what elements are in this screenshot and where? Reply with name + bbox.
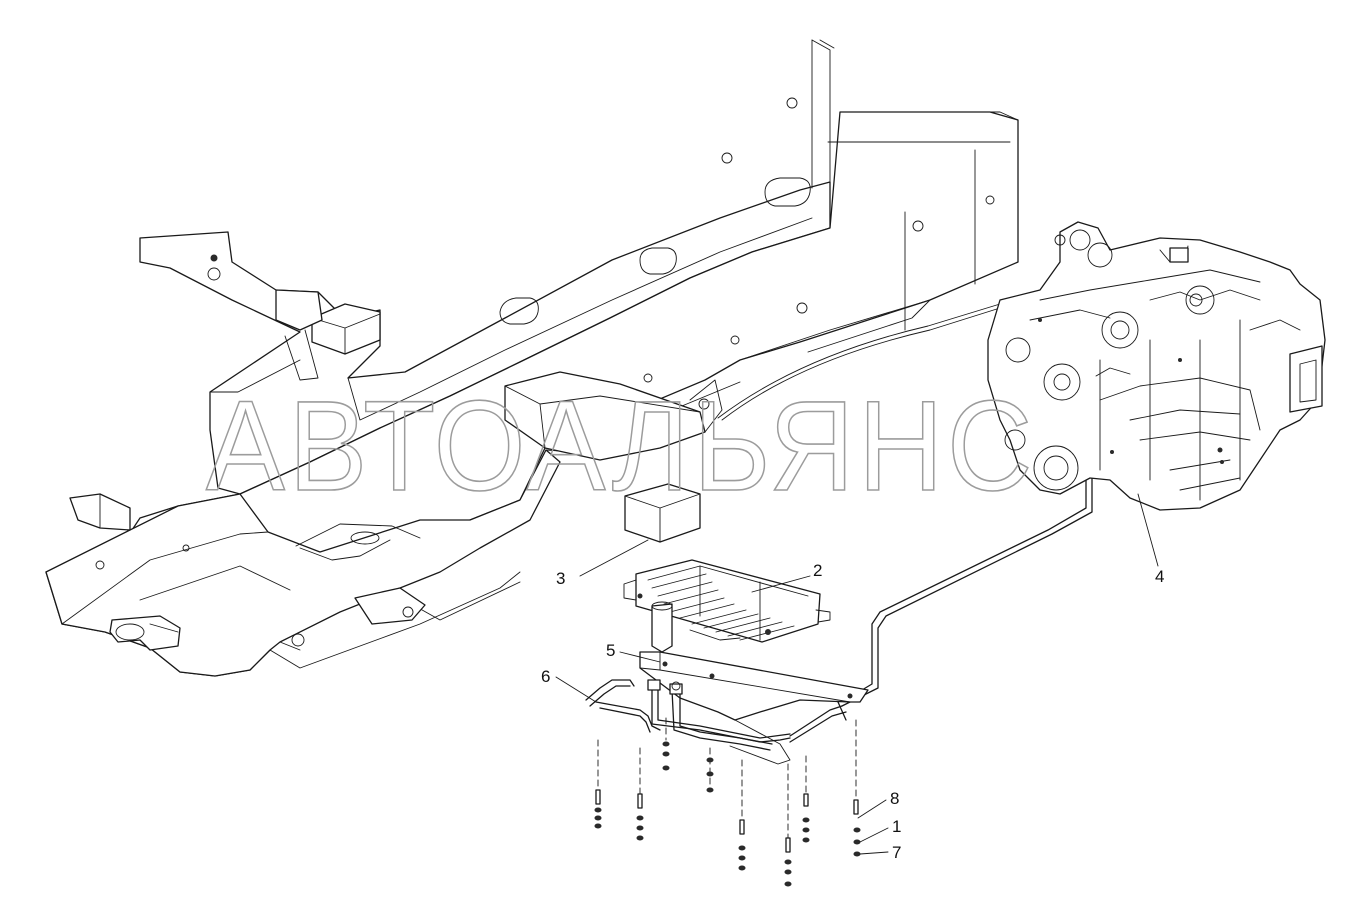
callout-5: 5 — [606, 641, 615, 660]
fastener-column-6 — [784, 763, 792, 887]
leader-5 — [619, 651, 661, 663]
callout-1: 1 — [892, 817, 901, 836]
chassis-frame — [45, 39, 1019, 677]
fastener-column-5 — [738, 759, 746, 871]
fastener-column-2 — [636, 747, 644, 841]
callout-4: 4 — [1155, 567, 1164, 586]
leader-lines — [555, 493, 1159, 855]
fastener-column-1 — [594, 739, 602, 829]
callouts: 3 2 4 5 6 8 1 7 — [541, 561, 1164, 862]
leader-3 — [579, 539, 649, 577]
fastener-column-3 — [662, 717, 670, 771]
leader-8 — [857, 799, 887, 819]
leader-2 — [751, 575, 811, 593]
part-3-block — [624, 483, 701, 543]
callout-2: 2 — [813, 561, 822, 580]
callout-3: 3 — [556, 569, 565, 588]
leader-7 — [859, 851, 889, 855]
callout-7: 7 — [892, 843, 901, 862]
callout-6: 6 — [541, 667, 550, 686]
part-4-engine — [987, 221, 1326, 511]
fastener-column-8 — [853, 719, 861, 857]
part-6-pipe-assembly — [585, 679, 847, 751]
fasteners — [594, 717, 861, 887]
watermark-text: АВТОАЛЬЯНС — [206, 375, 1036, 518]
callout-8: 8 — [890, 789, 899, 808]
leader-4 — [1137, 493, 1159, 567]
fastener-column-7 — [802, 755, 810, 843]
leader-6 — [555, 676, 597, 703]
fastener-column-4 — [706, 747, 714, 793]
leader-1 — [859, 827, 889, 843]
part-2-cooler — [623, 559, 831, 653]
